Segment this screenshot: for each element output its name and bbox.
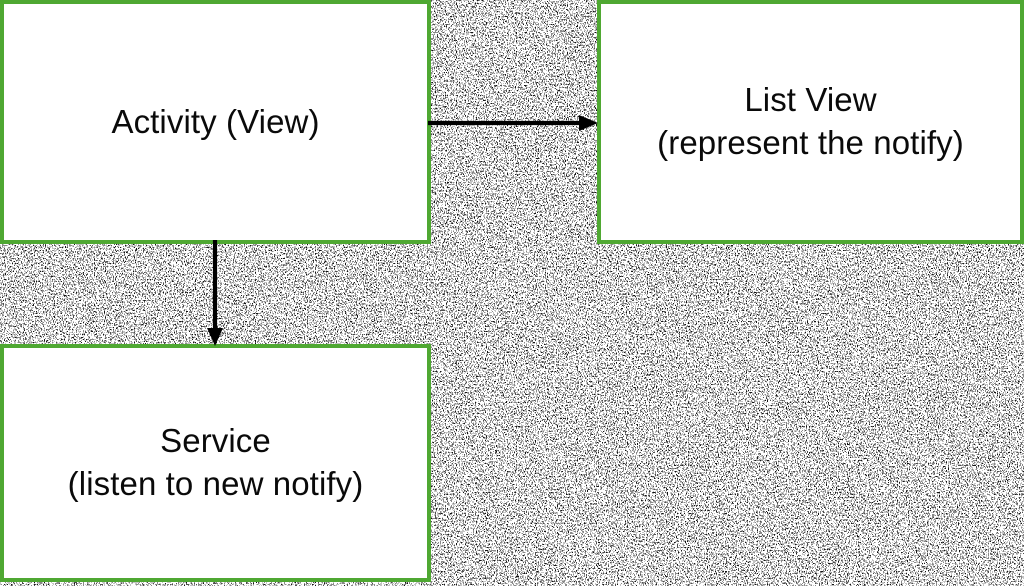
node-service-label: Service (listen to new notify) [67,422,364,502]
node-service[interactable]: Service (listen to new notify) [0,344,431,582]
node-list-view[interactable]: List View (represent the notify) [597,0,1024,244]
node-activity-view[interactable]: Activity (View) [0,0,431,244]
node-list-view-label: List View (represent the notify) [657,81,964,161]
edge-activity-to-listview-arrow-icon [428,115,598,131]
edge-activity-to-service-arrow-icon [207,240,223,346]
node-activity-view-label: Activity (View) [111,102,320,140]
